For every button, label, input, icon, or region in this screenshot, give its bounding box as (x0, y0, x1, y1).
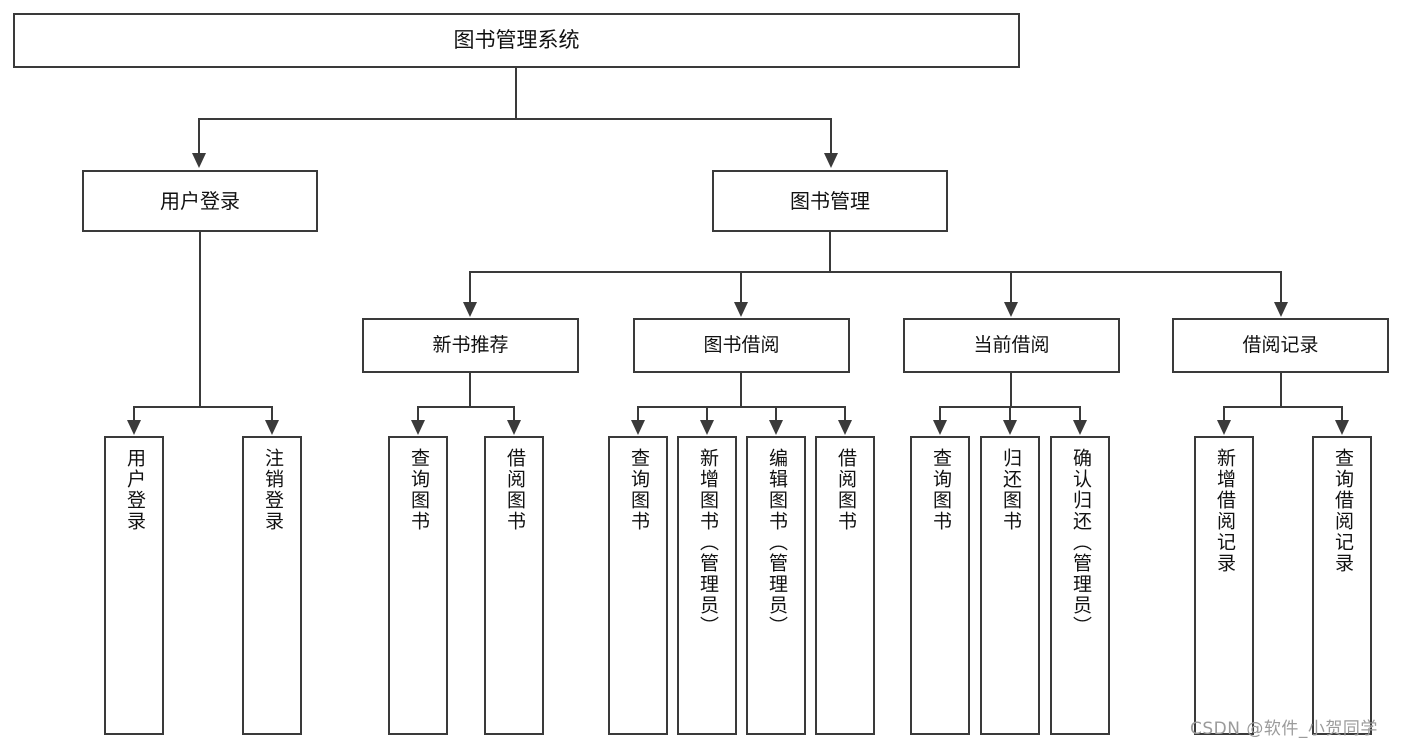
connector-current-borrow-drop-3 (1079, 406, 1081, 421)
node-label: 查询借阅记录 (1331, 448, 1354, 574)
node-leaf-edit-book[interactable]: 编辑图书（管理员） (746, 436, 806, 735)
arrow-to-book-borrow (734, 302, 748, 317)
arrow-to-borrow-record (1274, 302, 1288, 317)
node-leaf-confirm-return[interactable]: 确认归还（管理员） (1050, 436, 1110, 735)
node-label: 编辑图书（管理员） (765, 448, 788, 637)
arrow-to-new-book-rec (463, 302, 477, 317)
connector-book-borrow-stem (740, 373, 742, 406)
connector-level1-drop-right (830, 118, 832, 154)
connector-user-login-stem (199, 232, 201, 406)
connector-borrow-record-bus (1223, 406, 1342, 408)
connector-current-borrow-drop-2 (1009, 406, 1011, 421)
node-label: 新增图书（管理员） (696, 448, 719, 637)
node-label: 当前借阅 (973, 333, 1050, 356)
connector-borrow-record-stem (1280, 373, 1282, 406)
connector-user-login-drop-1 (133, 406, 135, 421)
connector-new-book-rec-drop-2 (513, 406, 515, 421)
node-label: 新书推荐 (432, 333, 509, 356)
node-label: 图书管理 (790, 188, 870, 213)
node-leaf-return-book[interactable]: 归还图书 (980, 436, 1040, 735)
connector-current-borrow-drop-1 (939, 406, 941, 421)
node-label: 确认归还（管理员） (1069, 448, 1092, 637)
arrow-to-leaf-add-record (1217, 420, 1231, 435)
node-label: 图书管理系统 (453, 28, 580, 53)
connector-current-borrow-stem (1010, 373, 1012, 406)
arrow-to-leaf-borrow-book-1 (507, 420, 521, 435)
connector-user-login-bus (133, 406, 272, 408)
node-label: 借阅图书 (503, 448, 526, 532)
arrow-to-leaf-query-record (1335, 420, 1349, 435)
connector-book-borrow-drop-3 (775, 406, 777, 421)
arrow-to-leaf-query-book-1 (411, 420, 425, 435)
connector-level1-bus (198, 118, 832, 120)
arrow-to-book-manage (824, 153, 838, 168)
connector-book-borrow-drop-4 (844, 406, 846, 421)
node-root-图书管理系统[interactable]: 图书管理系统 (13, 13, 1020, 68)
arrow-to-leaf-query-book-2 (631, 420, 645, 435)
node-new-book-rec[interactable]: 新书推荐 (362, 318, 579, 373)
connector-book-borrow-bus (637, 406, 845, 408)
node-label: 用户登录 (123, 448, 146, 532)
connector-book-borrow-drop-2 (706, 406, 708, 421)
node-user-login[interactable]: 用户登录 (82, 170, 318, 232)
connector-new-book-rec-drop-1 (417, 406, 419, 421)
arrow-to-leaf-add-book (700, 420, 714, 435)
arrow-to-leaf-logout (265, 420, 279, 435)
connector-level2-drop-2 (740, 271, 742, 303)
connector-book-borrow-drop-1 (637, 406, 639, 421)
node-label: 查询图书 (407, 448, 430, 532)
node-leaf-borrow-book-2[interactable]: 借阅图书 (815, 436, 875, 735)
csdn-watermark: CSDN @软件_小贺同学 (1190, 719, 1378, 739)
node-label: 用户登录 (160, 188, 240, 213)
connector-level2-bus (469, 271, 1281, 273)
node-label: 注销登录 (261, 448, 284, 532)
node-label: 查询图书 (627, 448, 650, 532)
arrow-to-leaf-edit-book (769, 420, 783, 435)
connector-root-stem (515, 68, 517, 118)
node-label: 借阅图书 (834, 448, 857, 532)
node-leaf-borrow-book-1[interactable]: 借阅图书 (484, 436, 544, 735)
node-leaf-query-book-2[interactable]: 查询图书 (608, 436, 668, 735)
connector-new-book-rec-bus (417, 406, 515, 408)
connector-book-manage-stem (829, 232, 831, 271)
node-label: 归还图书 (999, 448, 1022, 532)
arrow-to-leaf-confirm-return (1073, 420, 1087, 435)
arrow-to-leaf-query-book-3 (933, 420, 947, 435)
node-leaf-add-book[interactable]: 新增图书（管理员） (677, 436, 737, 735)
node-current-borrow[interactable]: 当前借阅 (903, 318, 1120, 373)
arrow-to-leaf-user-login (127, 420, 141, 435)
arrow-to-user-login (192, 153, 206, 168)
node-label: 查询图书 (929, 448, 952, 532)
node-leaf-query-record[interactable]: 查询借阅记录 (1312, 436, 1372, 735)
node-book-manage[interactable]: 图书管理 (712, 170, 948, 232)
connector-level1-drop-left (198, 118, 200, 154)
node-book-borrow[interactable]: 图书借阅 (633, 318, 850, 373)
node-leaf-query-book-3[interactable]: 查询图书 (910, 436, 970, 735)
node-leaf-query-book-1[interactable]: 查询图书 (388, 436, 448, 735)
node-leaf-add-record[interactable]: 新增借阅记录 (1194, 436, 1254, 735)
node-label: 借阅记录 (1242, 333, 1319, 356)
node-leaf-user-login[interactable]: 用户登录 (104, 436, 164, 735)
arrow-to-leaf-return-book (1003, 420, 1017, 435)
node-label: 新增借阅记录 (1213, 448, 1236, 574)
node-borrow-record[interactable]: 借阅记录 (1172, 318, 1389, 373)
connector-level2-drop-1 (469, 271, 471, 303)
connector-borrow-record-drop-1 (1223, 406, 1225, 421)
connector-borrow-record-drop-2 (1341, 406, 1343, 421)
connector-level2-drop-3 (1010, 271, 1012, 303)
connector-level2-drop-4 (1280, 271, 1282, 303)
arrow-to-current-borrow (1004, 302, 1018, 317)
connector-new-book-rec-stem (469, 373, 471, 406)
connector-user-login-drop-2 (271, 406, 273, 421)
arrow-to-leaf-borrow-book-2 (838, 420, 852, 435)
node-label: 图书借阅 (703, 333, 780, 356)
node-leaf-logout[interactable]: 注销登录 (242, 436, 302, 735)
